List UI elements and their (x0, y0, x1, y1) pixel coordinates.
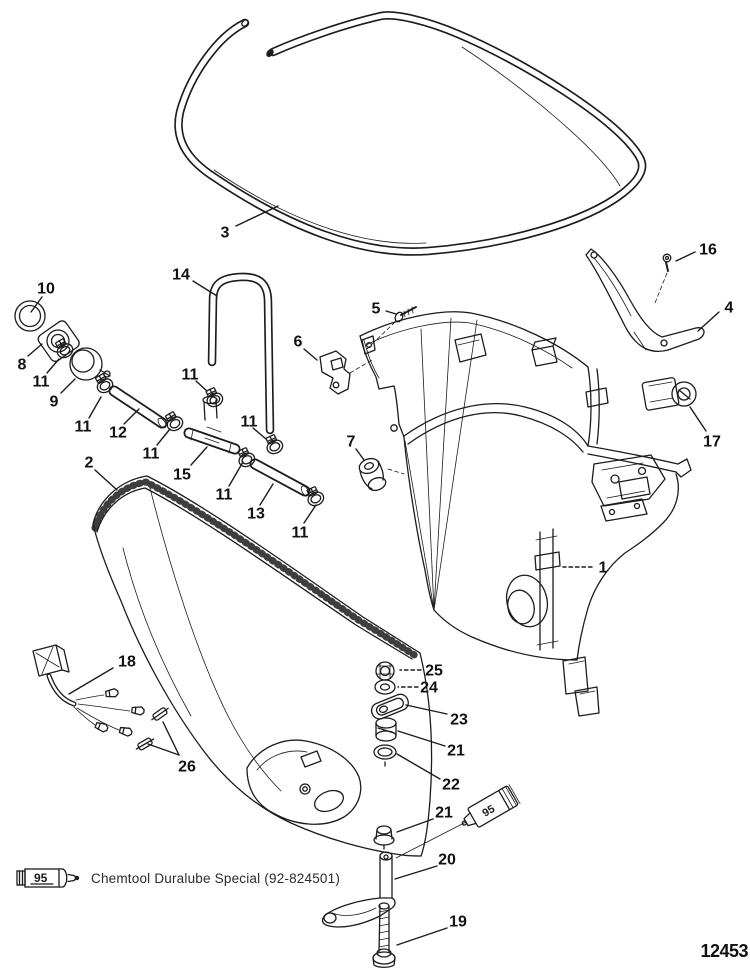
callout-11: 11 (143, 446, 160, 463)
leader-line-11 (303, 504, 317, 524)
footer-note-text: Chemtool Duralube Special (92-824501) (91, 870, 341, 886)
callout-3: 3 (221, 225, 230, 242)
leader-line-17 (689, 406, 707, 432)
leader-line-11 (228, 461, 244, 487)
callout-8: 8 (18, 357, 27, 374)
keeper-6-artwork (319, 350, 373, 395)
callout-13: 13 (247, 506, 265, 523)
leader-line-10 (30, 296, 43, 313)
footer-tube-label: 95 (34, 871, 48, 885)
seal-artwork (174, 11, 647, 256)
port-cowl-artwork (91, 475, 433, 857)
callout-23: 23 (450, 712, 468, 729)
leader-line-9 (60, 378, 76, 394)
callout-11: 11 (241, 414, 258, 431)
leader-line-4 (697, 311, 720, 332)
leader-line-16 (675, 251, 696, 262)
leader-line-8 (27, 343, 43, 357)
lube-tube-95-label: 95 (481, 803, 498, 820)
leader-line-18 (68, 667, 114, 695)
callout-1: 1 (599, 560, 608, 577)
leader-line-19 (396, 927, 448, 946)
callout-11: 11 (33, 374, 50, 391)
callout-11: 11 (182, 367, 199, 384)
leader-line-21 (397, 730, 446, 747)
leader-line-22 (396, 753, 441, 780)
leader-line-3 (235, 205, 279, 227)
callout-20: 20 (438, 852, 456, 869)
latch-17-artwork (641, 377, 697, 411)
lube-tube-icon: 95 (16, 868, 80, 888)
callout-21: 21 (435, 805, 453, 822)
leader-line-26 (162, 721, 180, 756)
sleeves-26-artwork (135, 707, 169, 751)
leader-line-6 (303, 348, 318, 361)
leader-line-26 (147, 743, 180, 756)
leader-line-13 (259, 483, 274, 506)
lube-tube-artwork: 95 (395, 784, 521, 859)
callout-24: 24 (420, 680, 438, 697)
grommet-7-artwork (358, 457, 405, 492)
callout-26: 26 (178, 759, 196, 776)
leader-line-2 (94, 469, 118, 491)
callout-leaders (27, 205, 720, 946)
leader-line-11 (156, 428, 171, 446)
screw-16-artwork (654, 253, 672, 304)
callout-16: 16 (699, 242, 717, 259)
latch-stack-artwork (321, 661, 409, 968)
callout-6: 6 (294, 334, 303, 351)
vent-hose-parts-artwork (14, 272, 327, 509)
callout-10: 10 (37, 281, 55, 298)
leader-line-7 (355, 448, 365, 461)
main-cowl-artwork (359, 311, 692, 717)
callout-4: 4 (725, 300, 734, 317)
callout-2: 2 (85, 455, 94, 472)
callout-11: 11 (216, 487, 233, 504)
callout-11: 11 (75, 419, 92, 436)
callout-5: 5 (372, 301, 381, 318)
harness-18-artwork (32, 644, 146, 738)
footer-note: 95 Chemtool Duralube Special (92-824501) (16, 864, 340, 892)
callout-17: 17 (703, 434, 721, 451)
bracket-4-artwork (585, 248, 705, 352)
callout-18: 18 (118, 654, 136, 671)
callout-9: 9 (50, 394, 59, 411)
leader-line-11 (195, 380, 208, 392)
leader-line-11 (252, 427, 267, 440)
leader-line-11 (88, 396, 102, 419)
leader-line-5 (385, 310, 397, 315)
leader-line-15 (190, 446, 208, 466)
callout-11: 11 (292, 525, 309, 542)
leader-line-21 (396, 818, 434, 833)
callout-15: 15 (173, 467, 191, 484)
leader-line-14 (192, 280, 218, 297)
callout-12: 12 (109, 425, 127, 442)
callout-21: 21 (447, 743, 465, 760)
leader-line-23 (405, 704, 448, 715)
leader-line-11 (46, 358, 60, 374)
screw-5-artwork (365, 306, 417, 351)
callout-14: 14 (172, 267, 190, 284)
drawing-number: 12453 (700, 941, 748, 961)
leader-line-12 (123, 408, 140, 425)
callout-19: 19 (449, 914, 467, 931)
callout-22: 22 (442, 777, 460, 794)
callout-25: 25 (425, 663, 443, 680)
leader-line-20 (394, 865, 438, 880)
callout-7: 7 (347, 434, 356, 451)
